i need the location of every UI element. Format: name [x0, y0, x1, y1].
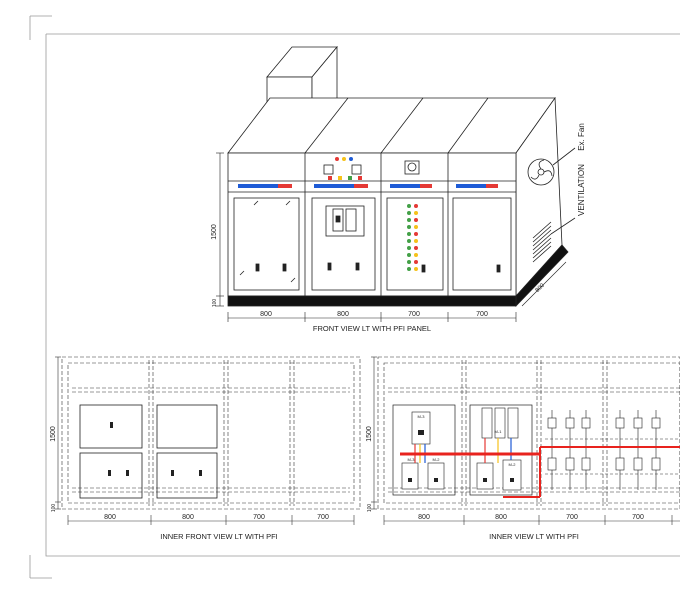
- breaker-label-5: M-2: [509, 462, 517, 467]
- plinth: [227, 295, 517, 307]
- door-handle: [255, 263, 260, 272]
- front-dimensions: [216, 152, 567, 322]
- inner-width-4: 700: [632, 514, 644, 521]
- inner-front-view: [55, 356, 361, 525]
- inner-front-base-label: 100: [51, 504, 57, 513]
- breaker-window: [325, 205, 365, 237]
- inner-width-2: 800: [495, 514, 507, 521]
- breaker-body: [411, 411, 431, 445]
- exhaust-fan-icon: [527, 158, 555, 186]
- breaker-label-4: M-2: [433, 457, 441, 462]
- pfi-indicator-column: [407, 204, 418, 271]
- front-base-label: 100: [212, 299, 218, 308]
- inner-view: [371, 356, 680, 525]
- front-width-4: 700: [476, 311, 488, 318]
- breaker-label-3: M-3: [408, 457, 416, 462]
- front-view: [216, 45, 576, 322]
- inner-height-label: 1500: [366, 426, 373, 442]
- inner-width-3: 700: [566, 514, 578, 521]
- inner-front-width-4: 700: [317, 514, 329, 521]
- inner-view-caption: INNER VIEW LT WITH PFI: [489, 532, 579, 541]
- inner-width-1: 800: [418, 514, 430, 521]
- logo-strip: [238, 184, 498, 188]
- meter-box: [323, 164, 334, 175]
- contactor-array: [547, 410, 661, 490]
- sheet-border: [29, 15, 680, 579]
- front-view-caption: FRONT VIEW LT WITH PFI PANEL: [313, 324, 431, 333]
- fan-callout: Ex. Fan: [577, 123, 586, 151]
- ventilation-callout: VENTILATION: [577, 164, 586, 216]
- cabinet-top: [227, 97, 556, 154]
- inner-front-width-1: 800: [104, 514, 116, 521]
- front-height-label: 1500: [211, 224, 218, 240]
- front-width-1: 800: [260, 311, 272, 318]
- breaker-label-1: M-3: [418, 414, 426, 419]
- inner-front-width-2: 800: [182, 514, 194, 521]
- inner-base-label: 100: [367, 504, 373, 513]
- front-width-3: 700: [408, 311, 420, 318]
- front-depth-label: 800: [535, 282, 547, 294]
- inner-front-view-caption: INNER FRONT VIEW LT WITH PFI: [160, 532, 278, 541]
- breaker-label-2: M-1: [495, 429, 503, 434]
- inner-front-width-3: 700: [253, 514, 265, 521]
- inner-front-height-label: 1500: [50, 426, 57, 442]
- front-width-2: 800: [337, 311, 349, 318]
- ventilation-louver-icon: [532, 221, 552, 263]
